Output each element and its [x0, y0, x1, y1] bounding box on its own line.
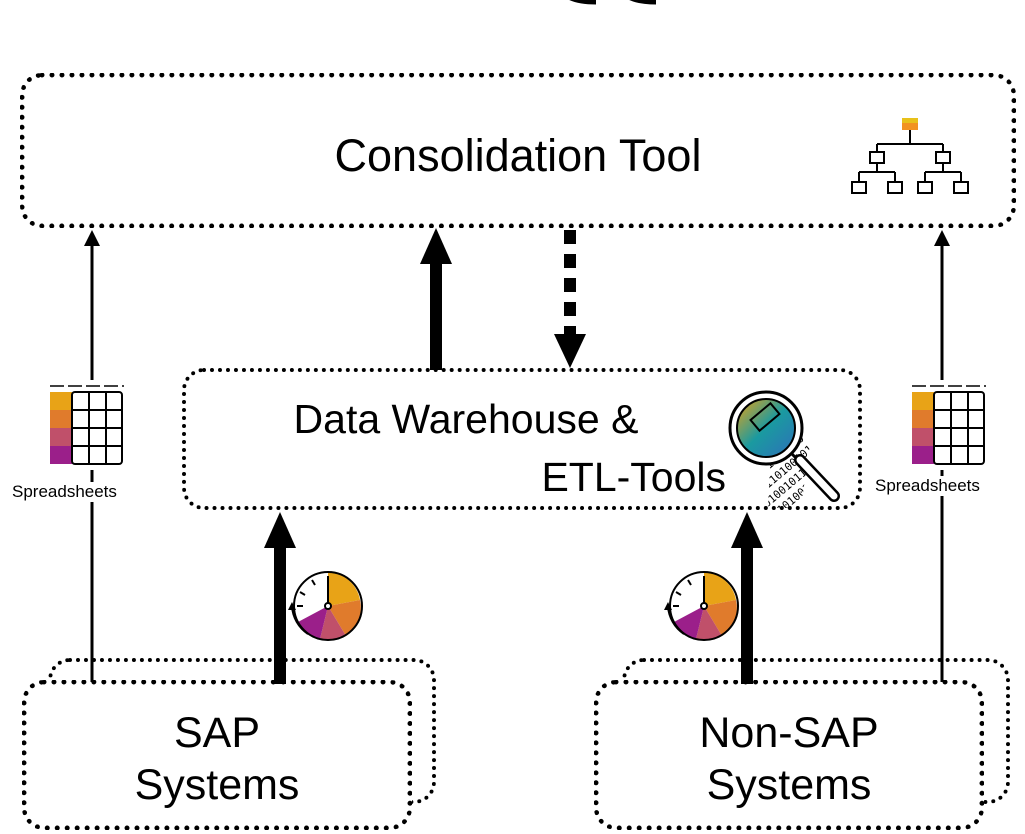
timer-icon [284, 566, 366, 644]
spreadsheet-icon [906, 380, 988, 470]
sap-systems-line2: Systems [134, 761, 300, 809]
timer-icon [660, 566, 742, 644]
arrow-nonsap-to-dwh [731, 512, 763, 684]
data-warehouse-line2: ETL-Tools [541, 454, 726, 500]
non-sap-systems-line2: Systems [706, 761, 872, 809]
spreadsheets-right-label: Spreadsheets [873, 476, 982, 496]
sap-systems-line1: SAP [173, 709, 261, 757]
arrow-sap-to-dwh [264, 512, 296, 684]
arrow-consolidation-to-dwh [554, 230, 586, 368]
consolidation-tool-label: Consolidation Tool [334, 130, 702, 181]
data-warehouse-line1: Data Warehouse & [293, 396, 639, 442]
non-sap-systems-line1: Non-SAP [699, 709, 879, 757]
sap-systems-box: SAP Systems [22, 680, 412, 830]
non-sap-systems-box: Non-SAP Systems [594, 680, 984, 830]
spreadsheet-icon [44, 380, 126, 470]
arrow-dwh-to-consolidation [420, 228, 452, 370]
data-warehouse-box: Data Warehouse & ETL-Tools 0101101001011… [182, 368, 862, 510]
hierarchy-icon [845, 112, 975, 208]
data-magnifier-icon: 0101101001011010 1010010110100101 011010… [716, 374, 862, 508]
spreadsheets-left-label: Spreadsheets [10, 482, 119, 502]
consolidation-tool-box: Consolidation Tool [20, 73, 1016, 228]
title-fragment [548, 0, 688, 10]
